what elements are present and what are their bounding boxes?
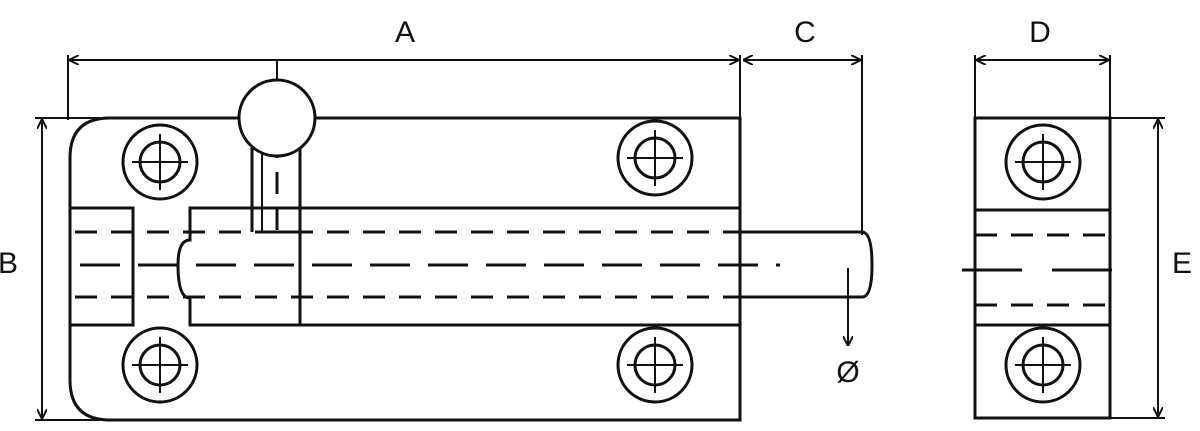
side-view <box>962 116 1135 420</box>
dimension-b: B <box>0 117 100 421</box>
dimension-c: C <box>744 16 863 235</box>
label-diameter: Ø <box>836 356 859 389</box>
dimension-d: D <box>974 16 1111 118</box>
label-e: E <box>1172 247 1192 280</box>
dimension-e: E <box>1110 117 1192 419</box>
label-b: B <box>0 247 18 280</box>
front-view: Ø <box>68 60 874 422</box>
screw-hole-icon <box>616 119 694 197</box>
dimension-a: A <box>67 16 741 120</box>
screw-hole-icon <box>1004 326 1082 404</box>
label-c: C <box>794 16 816 49</box>
screw-hole-icon <box>121 123 199 201</box>
screw-hole-icon <box>616 326 694 404</box>
label-a: A <box>395 16 415 49</box>
label-d: D <box>1029 16 1051 49</box>
screw-hole-icon <box>1004 123 1082 201</box>
screw-hole-icon <box>121 326 199 404</box>
